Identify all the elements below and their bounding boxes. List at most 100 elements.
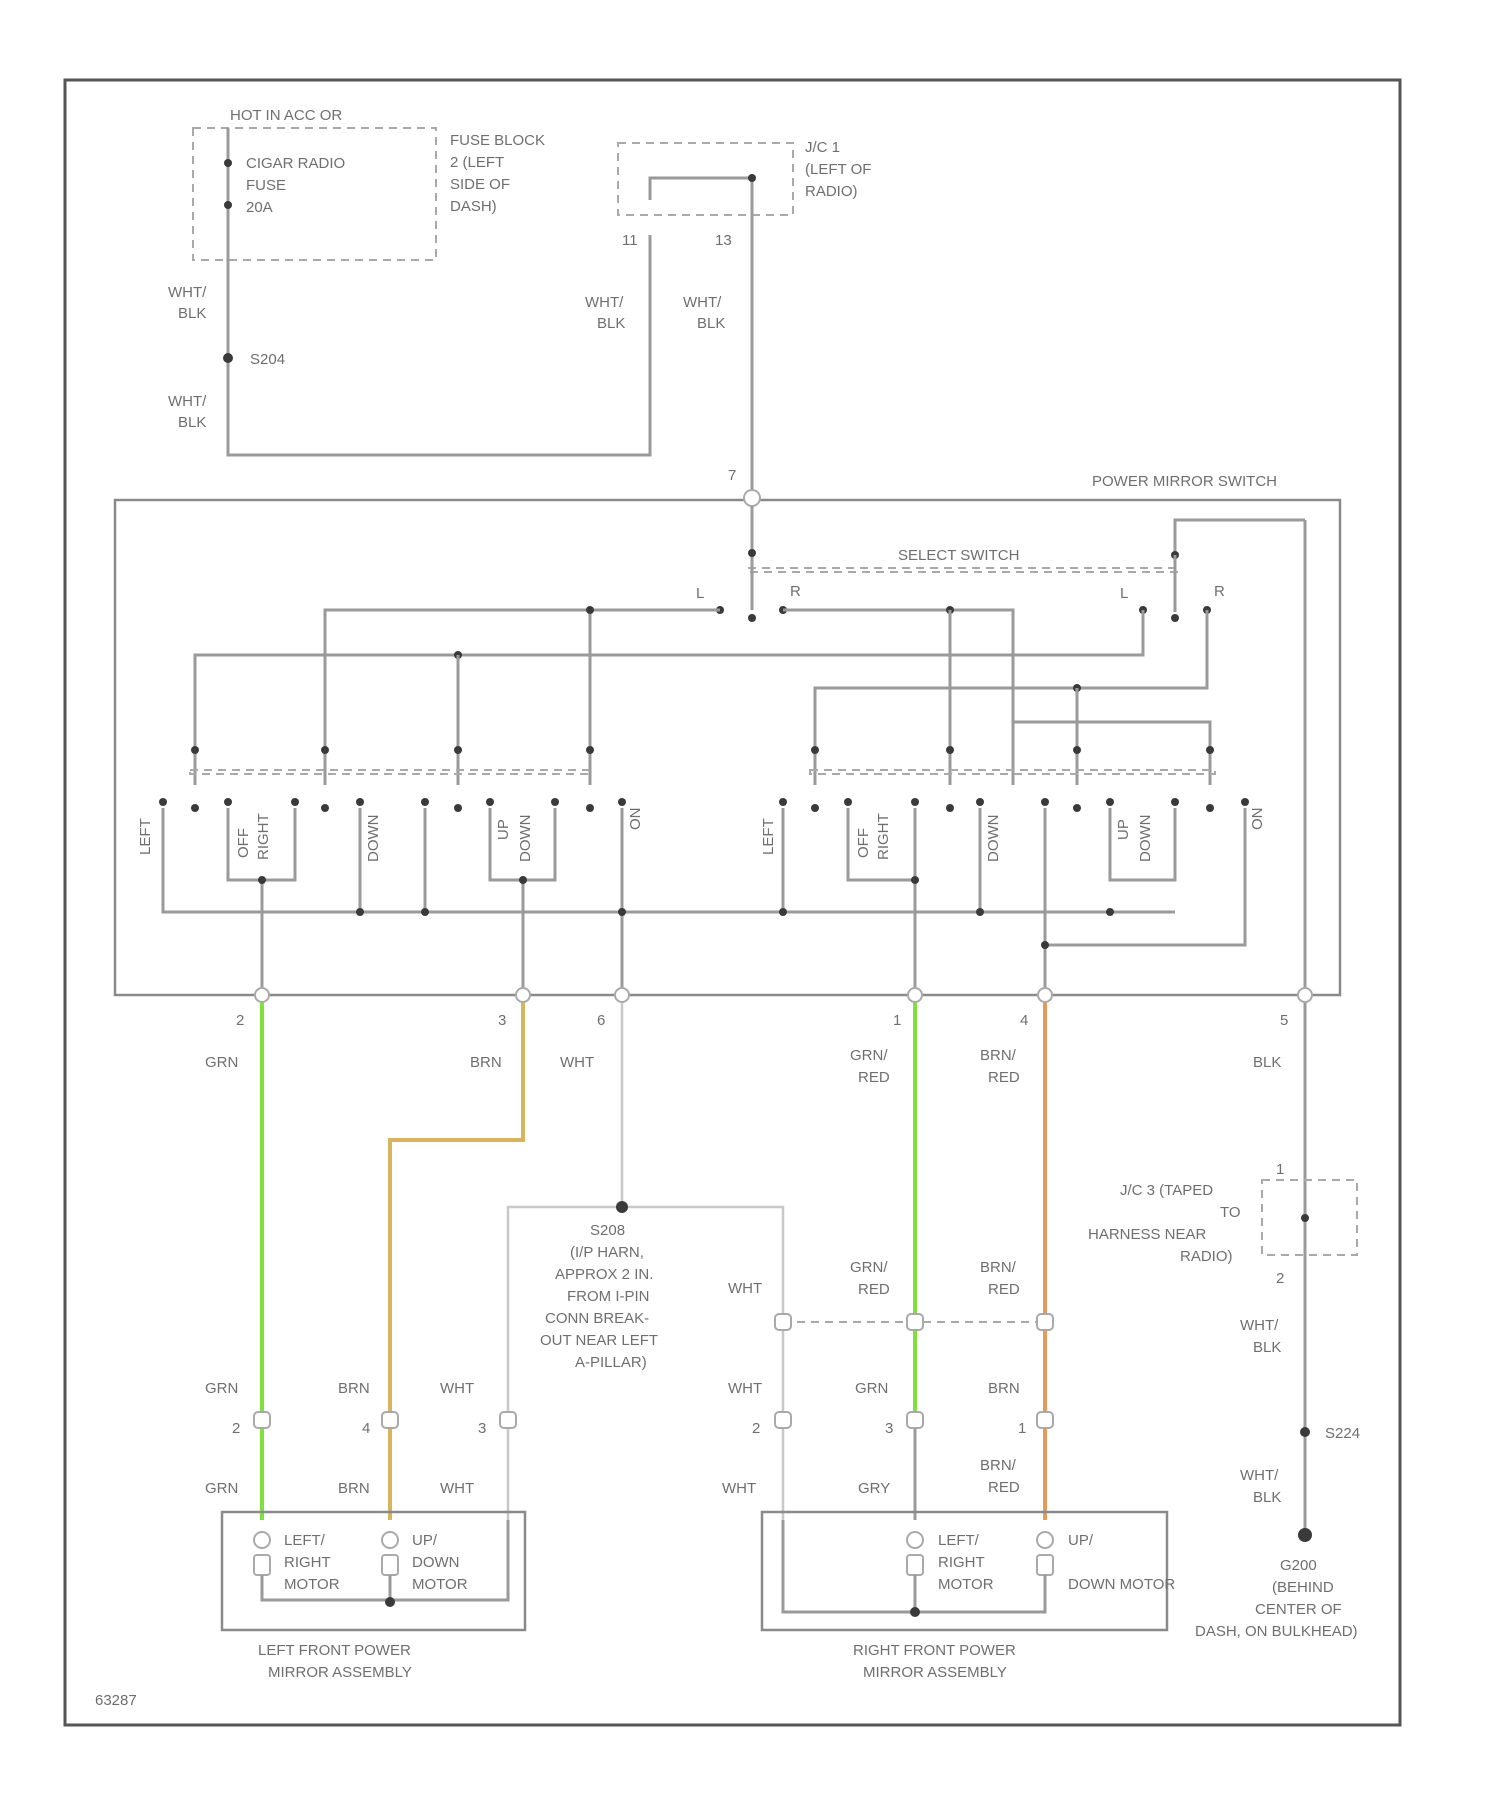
fuse-feed-wire: S204 WHT/ BLK WHT/ BLK xyxy=(168,235,650,455)
select-r-b: R xyxy=(1214,583,1225,600)
wire-label-grn-red-1: GRN/ xyxy=(850,1047,888,1064)
select-r-a: R xyxy=(790,583,801,600)
pin-4-label: 4 xyxy=(1020,1012,1028,1029)
sw-label-down-3: DOWN xyxy=(985,815,1002,863)
left-motor-label-5: DOWN xyxy=(412,1554,460,1571)
jc1-pin-b: 13 xyxy=(715,232,732,249)
jc1-pin-a: 11 xyxy=(622,232,638,249)
wire-label-wht-1: WHT xyxy=(560,1054,594,1071)
power-mirror-switch-label: POWER MIRROR SWITCH xyxy=(1092,473,1277,490)
sw-label-left-2: LEFT xyxy=(760,818,777,855)
wire-label-wht-blk-5: WHT/ xyxy=(1240,1317,1279,1334)
wire-grn-red-right: GRN/ RED GRN/ RED GRN GRY xyxy=(850,1003,915,1520)
wire-label-brn-4: BRN xyxy=(988,1380,1020,1397)
right-assembly-label-2: MIRROR ASSEMBLY xyxy=(863,1664,1007,1681)
sw-label-down-2: DOWN xyxy=(517,815,534,863)
left-assembly-label-2: MIRROR ASSEMBLY xyxy=(268,1664,412,1681)
wire-label-wht-2: WHT xyxy=(440,1380,474,1397)
pin-7-label: 7 xyxy=(728,467,736,484)
wire-label-brn-3: BRN xyxy=(338,1480,370,1497)
pin-6-label: 6 xyxy=(597,1012,605,1029)
sw-label-left-1: LEFT xyxy=(137,818,154,855)
jc3-label-1: J/C 3 (TAPED xyxy=(1120,1182,1213,1199)
jc3-label-3: HARNESS NEAR xyxy=(1088,1226,1207,1243)
pin-3-label: 3 xyxy=(498,1012,506,1029)
wire-label-blk-1: BLK xyxy=(178,305,206,322)
left-motor-label-1: LEFT/ xyxy=(284,1532,326,1549)
wire-wht-center: WHT WHT WHT WHT WHT WHT S208 (I/P HARN, … xyxy=(440,1003,783,1520)
fuse-block: HOT IN ACC OR CIGAR RADIO FUSE 20A FUSE … xyxy=(193,107,545,260)
wire-grn-left: GRN GRN GRN xyxy=(205,1003,262,1520)
sw-label-off-2: OFF xyxy=(855,828,872,858)
wire-label-grn-3: GRN xyxy=(205,1480,238,1497)
jc1-label-1: J/C 1 xyxy=(805,139,840,156)
sw-label-up-2: UP xyxy=(1115,819,1132,840)
left-assembly-label-1: LEFT FRONT POWER xyxy=(258,1642,411,1659)
ground-path: BLK J/C 3 (TAPED TO HARNESS NEAR RADIO) … xyxy=(1088,1003,1360,1640)
sw-label-on-1: ON xyxy=(627,808,644,831)
jc1-label-2: (LEFT OF xyxy=(805,161,871,178)
wire-label-wht-blk-2: WHT/ xyxy=(168,393,207,410)
fuse-word-label: FUSE xyxy=(246,177,286,194)
ground-label-1: G200 xyxy=(1280,1557,1317,1574)
inline-connectors: 2 4 3 2 3 1 xyxy=(232,1412,1053,1437)
left-motor-label-6: MOTOR xyxy=(412,1576,468,1593)
wire-label-wht-blk-1: WHT/ xyxy=(168,284,207,301)
splice-bot-label: S224 xyxy=(1325,1425,1360,1442)
wire-label-wht-6: WHT xyxy=(722,1480,756,1497)
splice-top-label: S204 xyxy=(250,351,285,368)
wire-label-brn-1: BRN xyxy=(470,1054,502,1071)
right-motor-label-5: DOWN MOTOR xyxy=(1068,1576,1175,1593)
jc1-label-3: RADIO) xyxy=(805,183,858,200)
fuse-block-label-1: FUSE BLOCK xyxy=(450,132,545,149)
right-motor-label-1: LEFT/ xyxy=(938,1532,980,1549)
jc1-connector: J/C 1 (LEFT OF RADIO) 11 13 xyxy=(618,139,871,249)
wire-label-red-5: RED xyxy=(988,1479,1020,1496)
conn-pin-2-right: 2 xyxy=(752,1420,760,1437)
splice-mid-3: APPROX 2 IN. xyxy=(555,1266,653,1283)
fuse-block-label-3: SIDE OF xyxy=(450,176,510,193)
left-mirror-assembly: LEFT/ RIGHT MOTOR UP/ DOWN MOTOR LEFT FR… xyxy=(222,1512,525,1681)
wire-label-blk-2: BLK xyxy=(178,414,206,431)
wire-label-blk-6: BLK xyxy=(1253,1339,1281,1356)
diagram-frame xyxy=(65,80,1400,1725)
sw-label-down-4: DOWN xyxy=(1137,815,1154,863)
wire-label-red-3: RED xyxy=(988,1069,1020,1086)
pin-5-label: 5 xyxy=(1280,1012,1288,1029)
wire-label-grn-2: GRN xyxy=(205,1380,238,1397)
wire-label-red-1: RED xyxy=(858,1069,890,1086)
conn-pin-2-left: 2 xyxy=(232,1420,240,1437)
conn-pin-3-right: 3 xyxy=(885,1420,893,1437)
power-mirror-switch: POWER MIRROR SWITCH 7 SELECT SWITCH L R … xyxy=(115,467,1340,1005)
figure-code: 63287 xyxy=(95,1692,137,1709)
splice-mid-5: CONN BREAK- xyxy=(545,1310,649,1327)
left-motor-label-3: MOTOR xyxy=(284,1576,340,1593)
wire-label-wht-blk-6: WHT/ xyxy=(1240,1467,1279,1484)
sw-label-right-1: RIGHT xyxy=(255,813,272,860)
select-l-a: L xyxy=(696,585,704,602)
right-motor-label-2: RIGHT xyxy=(938,1554,985,1571)
right-motor-label-4: UP/ xyxy=(1068,1532,1094,1549)
sw-label-right-2: RIGHT xyxy=(875,813,892,860)
splice-mid-2: (I/P HARN, xyxy=(570,1244,644,1261)
inline-connector-right xyxy=(775,1314,1053,1330)
ground-label-2: (BEHIND xyxy=(1272,1579,1334,1596)
sw-label-up-1: UP xyxy=(495,819,512,840)
sw-label-down-1: DOWN xyxy=(365,815,382,863)
wire-label-grn-1: GRN xyxy=(205,1054,238,1071)
right-mirror-assembly: LEFT/ RIGHT MOTOR UP/ DOWN MOTOR RIGHT F… xyxy=(762,1512,1175,1681)
splice-mid-4: FROM I-PIN xyxy=(567,1288,650,1305)
jc3-pin-1: 1 xyxy=(1276,1161,1284,1178)
splice-mid-7: A-PILLAR) xyxy=(575,1354,647,1371)
hot-in-acc-label: HOT IN ACC OR xyxy=(230,107,342,124)
left-motor-label-4: UP/ xyxy=(412,1532,438,1549)
wire-label-red-2: RED xyxy=(858,1281,890,1298)
select-switch-label: SELECT SWITCH xyxy=(898,547,1019,564)
wire-label-wht-3: WHT xyxy=(440,1480,474,1497)
select-l-b: L xyxy=(1120,585,1128,602)
wire-label-gry: GRY xyxy=(858,1480,890,1497)
fuse-name-label: CIGAR RADIO xyxy=(246,155,345,172)
pin-1-label: 1 xyxy=(893,1012,901,1029)
jc3-label-2: TO xyxy=(1220,1204,1241,1221)
